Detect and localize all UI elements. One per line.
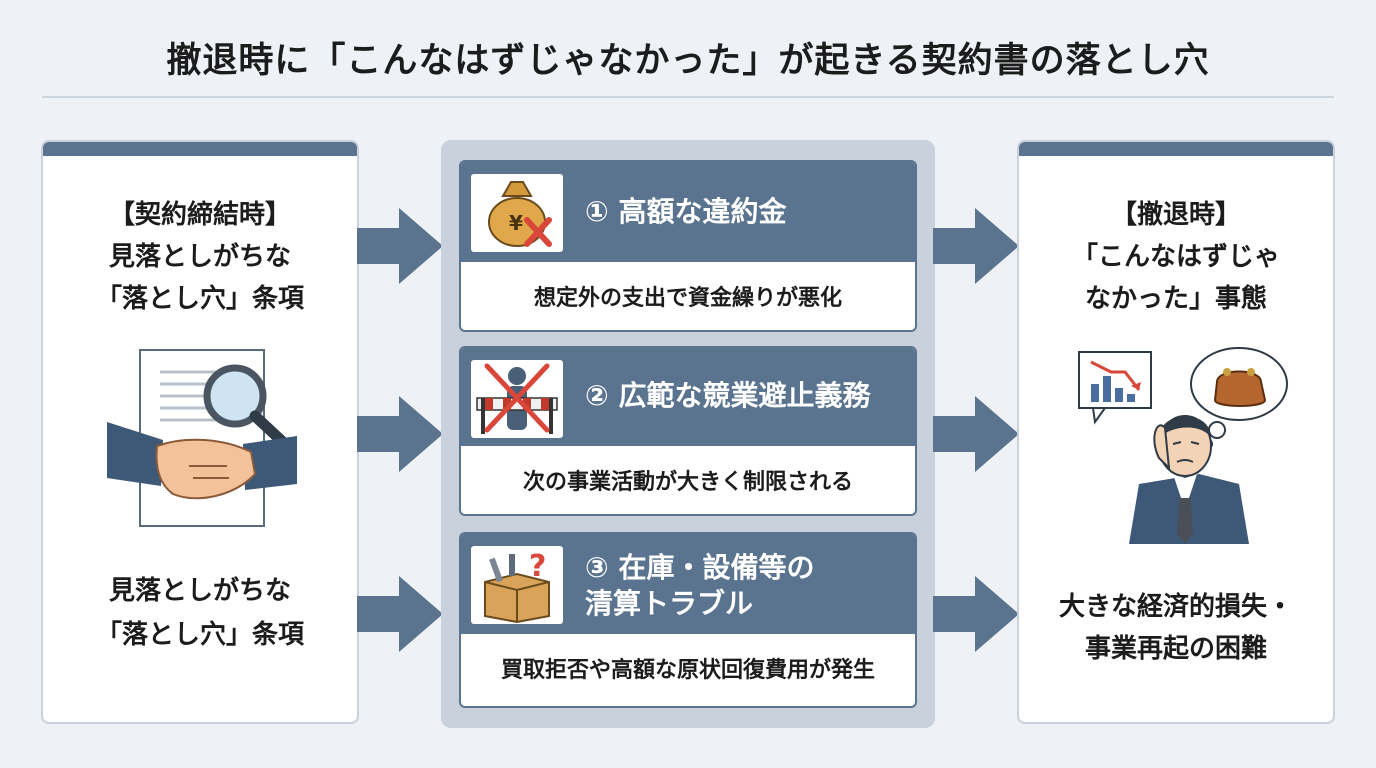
right-bottom-line-2: 事業再起の困難 — [1084, 634, 1267, 664]
right-bottom-line-1: 大きな経済的損失・ — [1058, 592, 1293, 622]
money-bag-cross-icon: ¥ — [471, 174, 563, 252]
worried-businessman-icon — [1078, 347, 1288, 544]
arrow-right-icon — [933, 576, 1019, 652]
svg-text:?: ? — [529, 549, 546, 584]
risk-card-2-title: ② 広範な競業避止義務 — [585, 379, 871, 412]
right-top-line-1: 【撤退時】 — [1110, 200, 1241, 230]
right-panel-cap — [1019, 142, 1333, 156]
left-bottom-line-2: 「落とし穴」条項 — [95, 620, 304, 650]
box-tools-question-icon: ? — [471, 546, 563, 624]
arrow-right-icon — [357, 208, 443, 284]
left-top-line-1: 【契約締結時】 — [108, 200, 291, 230]
left-top-line-2: 見落としがちな — [108, 242, 291, 272]
title-divider — [42, 96, 1334, 98]
risk-card-1-desc: 想定外の支出で資金繰りが悪化 — [533, 286, 842, 311]
right-panel: 【撤退時】 「こんなはずじゃ なかった」事態 大きな経済的損失・ 事業再起の困難 — [1017, 140, 1335, 724]
arrow-right-icon — [933, 208, 1019, 284]
right-top-line-3: なかった」事態 — [1084, 284, 1267, 314]
arrow-right-icon — [357, 396, 443, 472]
left-top-line-3: 「落とし穴」条項 — [95, 284, 304, 314]
page-title: 撤退時に「こんなはずじゃなかった」が起きる契約書の落とし穴 — [166, 41, 1210, 81]
arrow-right-icon — [357, 576, 443, 652]
risk-card-1-title: ① 高額な違約金 — [585, 195, 787, 228]
arrow-right-icon — [933, 396, 1019, 472]
risk-card-3-desc: 買取拒否や高額な原状回復費用が発生 — [500, 658, 875, 683]
left-bottom-line-1: 見落としがちな — [108, 576, 291, 606]
risk-card-3-title-line-1: ③ 在庫・設備等の — [585, 551, 815, 584]
blocked-person-barrier-icon — [471, 360, 563, 438]
risk-card-2: ② 広範な競業避止義務 次の事業活動が大きく制限される — [459, 346, 917, 516]
right-top-line-2: 「こんなはずじゃ — [1071, 242, 1280, 272]
risk-card-3-title-line-2: 清算トラブル — [585, 587, 754, 620]
risk-card-1: ¥ ① 高額な違約金 想定外の支出で資金繰りが悪化 — [459, 160, 917, 332]
left-panel: 【契約締結時】 見落としがちな 「落とし穴」条項 見落としがちな 「落とし穴」条… — [41, 140, 359, 724]
risk-card-3: ? ③ 在庫・設備等の 清算トラブル 買取拒否や高額な原状回復費用が発生 — [459, 532, 917, 708]
risk-card-2-desc: 次の事業活動が大きく制限される — [522, 470, 853, 495]
handshake-contract-magnifier-icon — [107, 349, 297, 527]
svg-text:¥: ¥ — [509, 211, 523, 235]
left-panel-cap — [43, 142, 357, 156]
